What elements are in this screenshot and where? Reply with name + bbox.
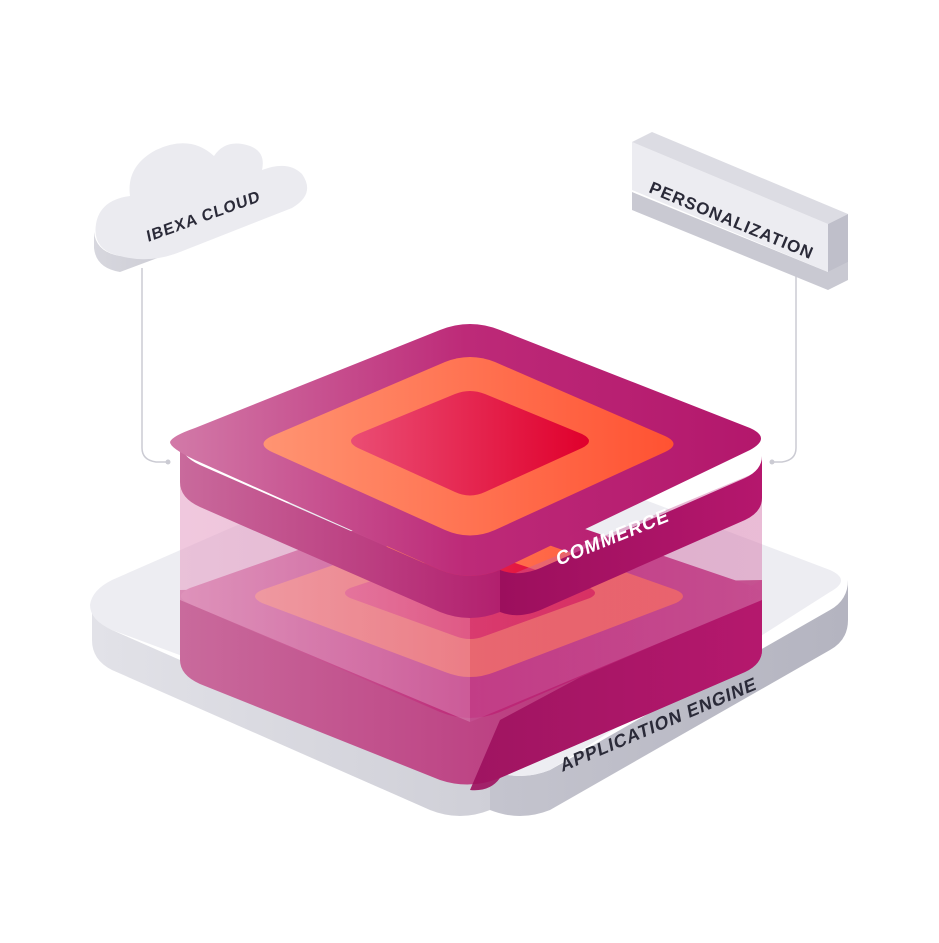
personalization-connector-dot xyxy=(769,459,775,465)
personalization-node: PERSONALIZATION xyxy=(632,132,848,290)
sign-top xyxy=(632,132,848,224)
commerce-red-core xyxy=(351,391,589,496)
sign-bottom xyxy=(632,192,848,290)
platform-side-right xyxy=(490,580,848,816)
connectors xyxy=(141,268,797,465)
commerce-upper-layer: COMMERCE xyxy=(170,324,762,618)
commerce-side-right xyxy=(500,456,762,616)
sign-face xyxy=(632,142,828,272)
personalization-connector xyxy=(772,270,797,463)
ibexa-cloud-node: IBEXA CLOUD xyxy=(94,143,308,272)
commerce-side-left xyxy=(180,440,500,618)
cloud-connector-dot xyxy=(165,459,171,465)
cloud-connector xyxy=(141,268,168,463)
platform-side-left xyxy=(92,600,490,816)
cloud-icon xyxy=(95,143,308,260)
